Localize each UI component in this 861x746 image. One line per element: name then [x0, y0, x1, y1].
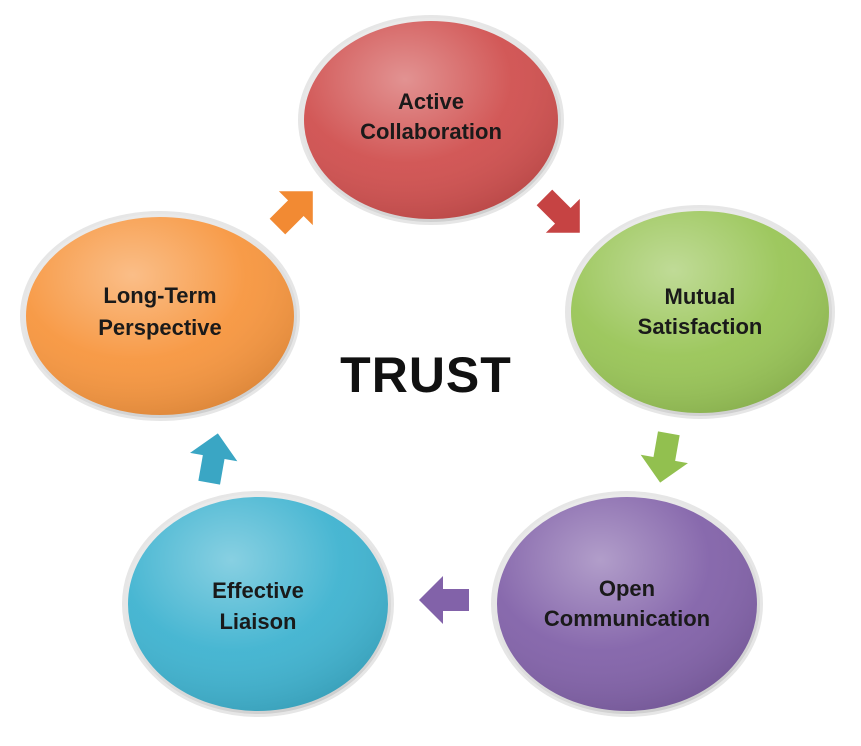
arrow-communication-to-liaison: [419, 576, 469, 624]
arrow-liaison-to-perspective: [190, 433, 238, 485]
node-label-line2: Communication: [544, 606, 710, 631]
node-label-line2: Perspective: [98, 315, 222, 340]
arrows-layer: [190, 189, 688, 624]
node-label-line2: Satisfaction: [638, 314, 763, 339]
node-mutual-satisfaction: Mutual Satisfaction: [565, 205, 835, 419]
node-label-line2: Collaboration: [360, 119, 502, 144]
node-label-line1: Effective: [212, 578, 304, 603]
node-effective-liaison: Effective Liaison: [122, 491, 394, 717]
arrow-perspective-to-collaboration: [269, 191, 313, 235]
node-label-line1: Long-Term: [103, 283, 216, 308]
node-long-term-perspective: Long-Term Perspective: [20, 211, 300, 421]
node-label-line1: Mutual: [665, 284, 736, 309]
arrow-satisfaction-to-communication: [640, 431, 688, 483]
arrow-collaboration-to-satisfaction: [536, 189, 580, 233]
node-active-collaboration: Active Collaboration: [298, 15, 564, 225]
node-label-line1: Active: [398, 89, 464, 114]
node-label-line1: Open: [599, 576, 655, 601]
node-label-line2: Liaison: [219, 609, 296, 634]
node-open-communication: Open Communication: [491, 491, 763, 717]
center-label-trust: TRUST: [340, 347, 512, 403]
